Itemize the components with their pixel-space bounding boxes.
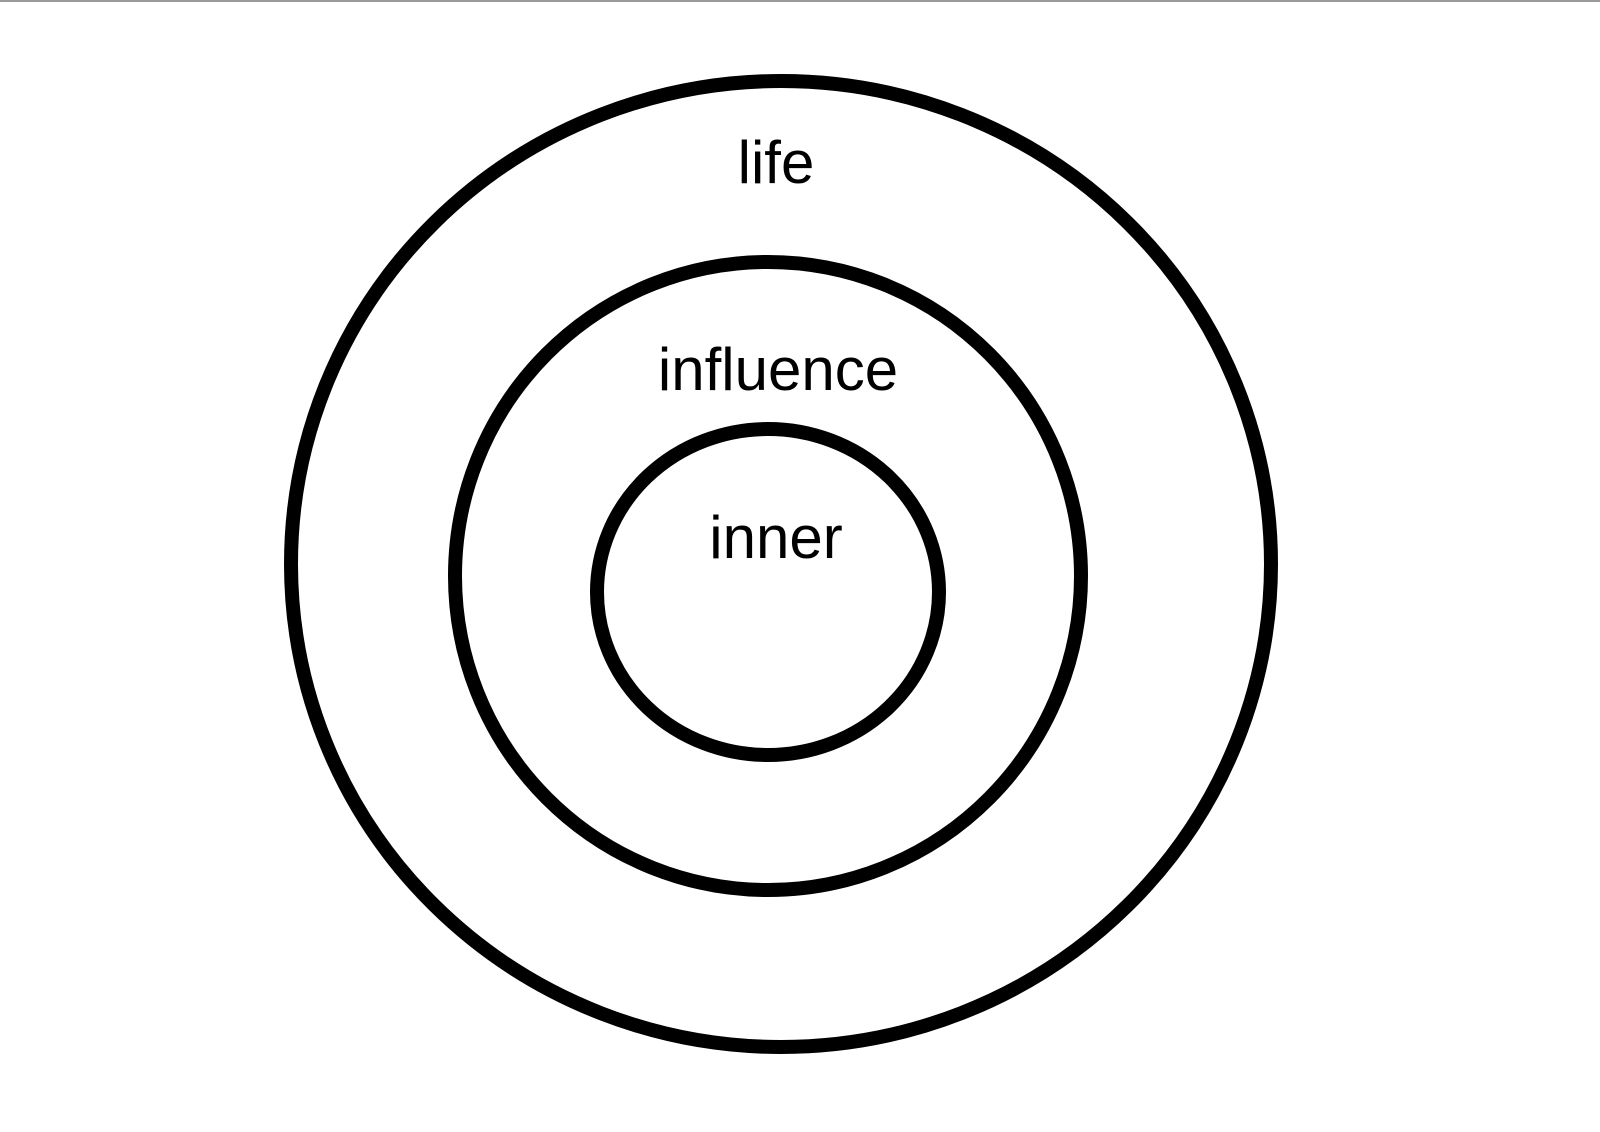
middle-circle-influence	[448, 255, 1088, 897]
inner-label: inner	[709, 504, 842, 571]
inner-circle	[590, 422, 946, 762]
influence-label: influence	[658, 336, 898, 403]
outer-circle-life	[284, 74, 1278, 1054]
life-label: life	[738, 129, 815, 196]
top-border-line	[0, 0, 1600, 2]
